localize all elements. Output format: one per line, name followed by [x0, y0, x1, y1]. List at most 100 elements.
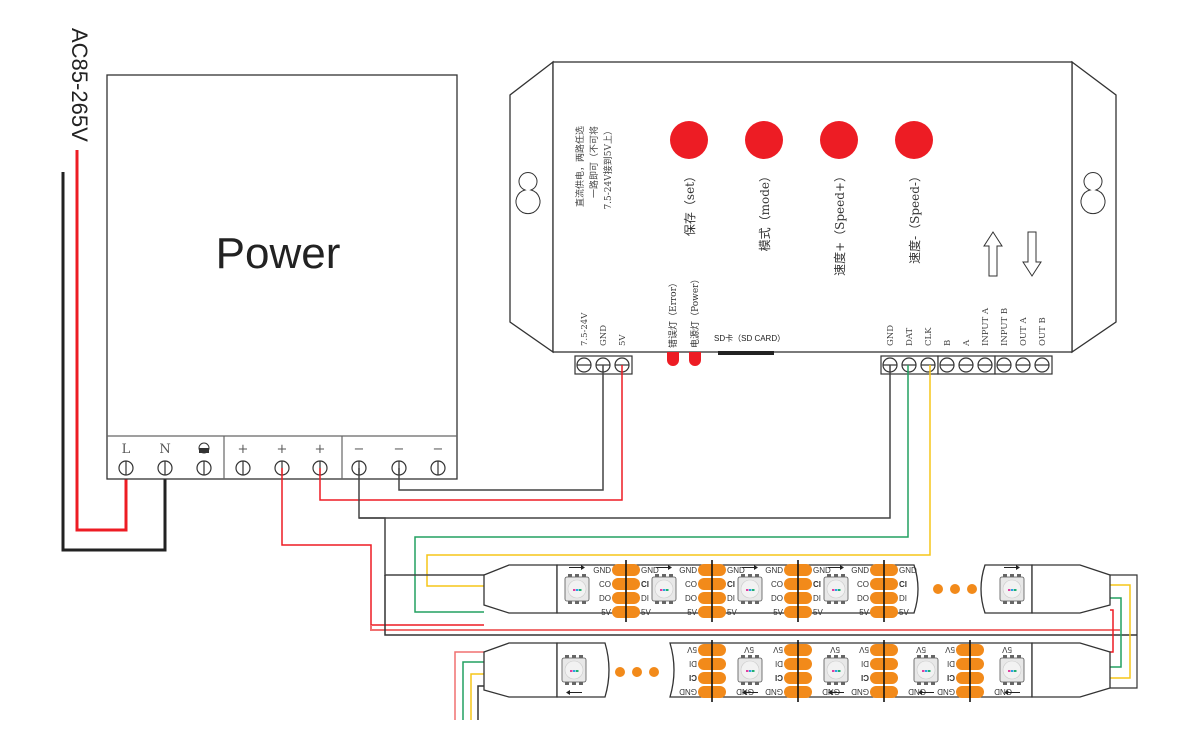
- wire-live: [75, 150, 128, 532]
- power-note-line: 直流供电，两路任选: [574, 126, 586, 207]
- pin-label: DI: [727, 594, 735, 603]
- pin-label: CI: [727, 580, 735, 589]
- button-label: 保存（set）: [683, 170, 697, 236]
- ground-symbol-icon: [198, 442, 210, 454]
- controller-button[interactable]: [820, 121, 858, 159]
- pin-label: GND: [727, 566, 745, 575]
- screw-terminal[interactable]: [958, 357, 974, 373]
- pin-label: 5V: [773, 645, 783, 654]
- pin-label: GND: [899, 566, 917, 575]
- sd-card-label: SD卡（SD CARD）: [714, 333, 785, 343]
- pin-label: 5V: [916, 645, 926, 654]
- terminal-label: OUT B: [1038, 317, 1048, 346]
- sd-card-slot[interactable]: [718, 351, 774, 355]
- pin-label: DO: [685, 594, 697, 603]
- terminal-label: +: [238, 442, 249, 457]
- direction-arrow-icon: [656, 565, 672, 570]
- pin-label: DI: [641, 594, 649, 603]
- down-arrow-icon: [1022, 231, 1042, 277]
- screw-terminal[interactable]: [901, 357, 917, 373]
- terminal-label: −: [433, 442, 444, 457]
- screw-terminal[interactable]: [920, 357, 936, 373]
- terminal-label: B: [943, 340, 953, 346]
- pin-label: 5V: [859, 645, 869, 654]
- led-chip: [561, 655, 587, 695]
- pin-label: 5V: [859, 608, 869, 617]
- led-chip: [651, 565, 677, 604]
- direction-arrow-icon: [1004, 690, 1020, 695]
- direction-arrow-icon: [742, 690, 758, 695]
- led-chip: [999, 565, 1025, 604]
- ac-wires: [61, 150, 167, 552]
- pin-label: GND: [908, 687, 926, 696]
- led-chip: [737, 655, 763, 695]
- pin-label: CO: [599, 580, 611, 589]
- strip-connector-in: [483, 642, 558, 698]
- led-chip: [913, 655, 939, 695]
- indicator-led: [689, 352, 701, 366]
- pin-label: GND: [641, 566, 659, 575]
- led-chip: [999, 655, 1025, 695]
- screw-terminal[interactable]: [576, 357, 592, 373]
- screw-terminal[interactable]: [1015, 357, 1031, 373]
- pin-label: DI: [947, 659, 955, 668]
- pin-label: DI: [689, 659, 697, 668]
- led-chip: [564, 565, 590, 604]
- power-note-line: 7.5-24V接到5V上）: [602, 126, 614, 210]
- direction-arrow-icon: [1004, 565, 1020, 570]
- pin-label: DO: [857, 594, 869, 603]
- ac-input-label: AC85-265V: [67, 28, 92, 142]
- direction-arrow-icon: [918, 690, 934, 695]
- terminal-label: −: [354, 442, 365, 457]
- direction-arrow-icon: [569, 565, 585, 570]
- controller-button[interactable]: [670, 121, 708, 159]
- terminal-label: +: [277, 442, 288, 457]
- pin-label: 5V: [813, 608, 823, 617]
- strip-connector-out: [1031, 642, 1111, 698]
- pin-label: GND: [593, 566, 611, 575]
- terminal-label: L: [122, 442, 131, 457]
- pin-label: 5V: [744, 645, 754, 654]
- led-chip: [823, 655, 849, 695]
- screw-terminal[interactable]: [977, 357, 993, 373]
- wire-neutral: [61, 172, 167, 552]
- pin-label: 5V: [773, 608, 783, 617]
- screw-terminal[interactable]: [157, 460, 173, 476]
- terminal-label: OUT A: [1019, 316, 1029, 346]
- pin-label: CI: [641, 580, 649, 589]
- pin-label: 5V: [687, 608, 697, 617]
- up-arrow-icon: [983, 231, 1003, 277]
- led-label: 错误灯（Error）: [667, 278, 679, 348]
- screw-terminal[interactable]: [996, 357, 1012, 373]
- controller-button[interactable]: [895, 121, 933, 159]
- terminal-label: N: [159, 442, 170, 457]
- power-note-line: 一路即可（不可将: [588, 126, 600, 198]
- terminal-label: INPUT B: [1000, 308, 1010, 346]
- screw-terminal[interactable]: [1034, 357, 1050, 373]
- pin-label: 5V: [1002, 645, 1012, 654]
- continuation-dots: [615, 667, 659, 677]
- pin-label: GND: [679, 687, 697, 696]
- terminal-label: GND: [886, 325, 896, 346]
- pin-label: CI: [861, 673, 869, 682]
- pin-label: 5V: [687, 645, 697, 654]
- screw-terminal[interactable]: [118, 460, 134, 476]
- pin-label: 5V: [899, 608, 909, 617]
- screw-terminal[interactable]: [430, 460, 446, 476]
- screw-terminal[interactable]: [196, 460, 212, 476]
- button-label: 速度-（Speed-）: [907, 170, 922, 264]
- pin-label: GND: [937, 687, 955, 696]
- pin-label: CI: [947, 673, 955, 682]
- screw-terminal[interactable]: [939, 357, 955, 373]
- screw-terminal[interactable]: [235, 460, 251, 476]
- pin-label: CI: [689, 673, 697, 682]
- led-chip: [737, 565, 763, 604]
- direction-arrow-icon: [828, 690, 844, 695]
- controller-button[interactable]: [745, 121, 783, 159]
- strip-connector-in: [483, 564, 558, 614]
- connection-wires: [281, 365, 1138, 720]
- continuation-dots: [933, 584, 977, 594]
- direction-arrow-icon: [566, 690, 582, 695]
